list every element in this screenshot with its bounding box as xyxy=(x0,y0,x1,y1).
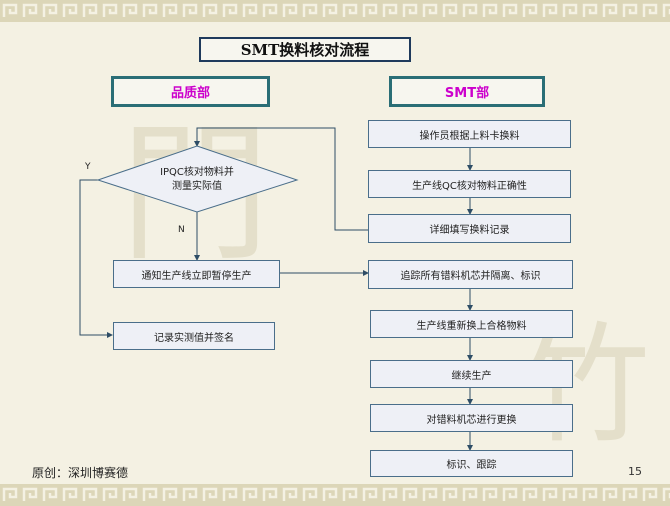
step-text: 详细填写换料记录 xyxy=(429,225,510,236)
record-box: 记录实测值并签名 xyxy=(113,322,275,350)
footer-author: 原创：深圳博赛德 xyxy=(32,466,129,480)
page-number: 15 xyxy=(628,465,642,478)
step-box: 对错料机芯进行更换 xyxy=(370,404,573,432)
no-label: N xyxy=(178,225,185,235)
decision-line1: IPQC核对物料并 xyxy=(160,167,234,178)
step-box: 标识、跟踪 xyxy=(370,450,573,477)
notify-stop-box: 通知生产线立即暂停生产 xyxy=(113,260,280,288)
yes-label: Y xyxy=(85,162,91,172)
notify-stop-text: 通知生产线立即暂停生产 xyxy=(141,270,252,282)
step-box: 继续生产 xyxy=(370,360,573,388)
step-box: 生产线重新换上合格物料 xyxy=(370,310,573,338)
page-title-text: SMT换料核对流程 xyxy=(240,41,370,59)
dept-quality: 品质部 xyxy=(111,76,270,107)
top-border-band xyxy=(0,0,670,22)
step-box: 生产线QC核对物料正确性 xyxy=(368,170,571,198)
step-text: 生产线QC核对物料正确性 xyxy=(412,180,527,192)
fret-pattern-bottom xyxy=(0,484,670,506)
step-box: 追踪所有错料机芯并隔离、标识 xyxy=(368,260,573,289)
step-text: 生产线重新换上合格物料 xyxy=(416,320,527,332)
dept-smt-label: SMT部 xyxy=(444,86,490,101)
step-text: 对错料机芯进行更换 xyxy=(426,414,517,426)
dept-quality-label: 品质部 xyxy=(170,86,210,101)
step-text: 继续生产 xyxy=(451,370,492,382)
decision-text: IPQC核对物料并 测量实际值 xyxy=(137,164,257,196)
bottom-border-band xyxy=(0,484,670,506)
step-text: 标识、跟踪 xyxy=(446,460,497,471)
page-title: SMT换料核对流程 xyxy=(199,37,411,62)
record-text: 记录实测值并签名 xyxy=(154,332,234,344)
step-text: 追踪所有错料机芯并隔离、标识 xyxy=(400,271,541,282)
dept-smt: SMT部 xyxy=(389,76,545,107)
fret-pattern-top xyxy=(0,0,670,22)
step-box: 详细填写换料记录 xyxy=(368,214,571,243)
step-text: 操作员根据上料卡换料 xyxy=(419,130,520,142)
decision-line2: 测量实际值 xyxy=(172,181,222,192)
step-box: 操作员根据上料卡换料 xyxy=(368,120,571,148)
